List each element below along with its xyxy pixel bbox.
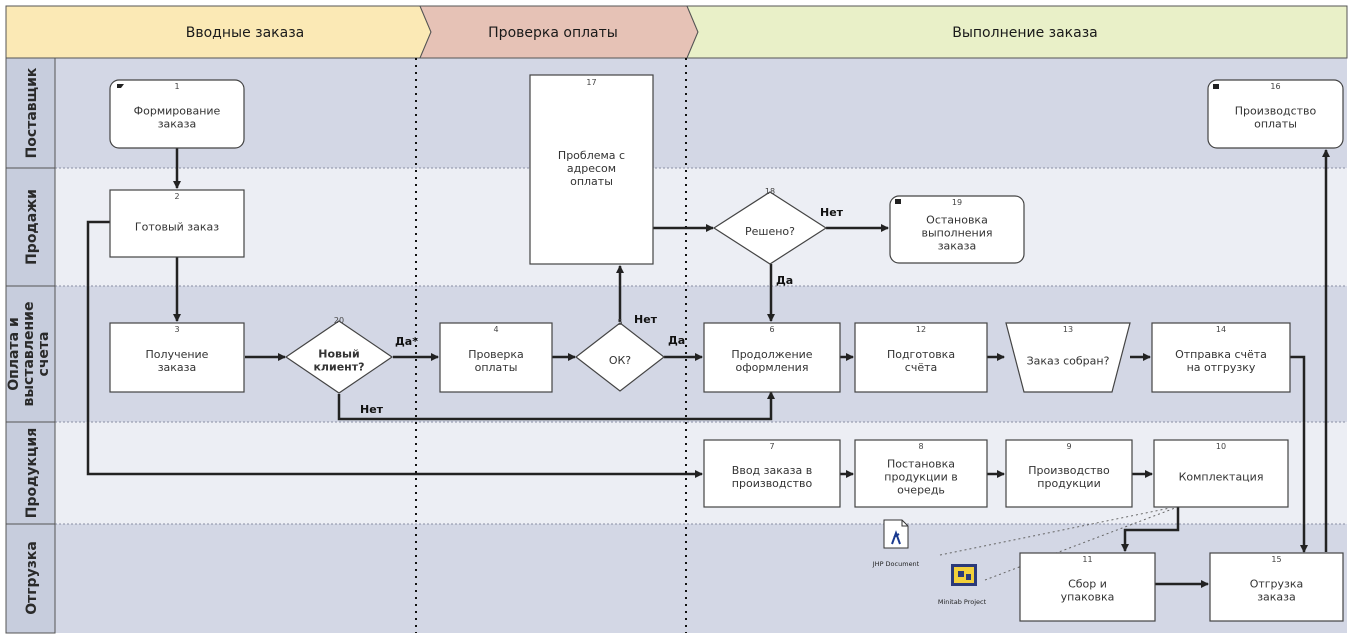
node-number: 1 xyxy=(174,82,179,91)
node-number: 12 xyxy=(916,325,926,334)
node-number: 10 xyxy=(1216,442,1226,451)
document-label: JHP Document xyxy=(872,560,920,568)
edge-label-no-new-client: Нет xyxy=(360,403,384,416)
lane-label-sales: Продажи xyxy=(24,189,40,265)
node-number: 7 xyxy=(769,442,774,451)
node-number: 20 xyxy=(334,316,344,325)
lane-label-production: Продукция xyxy=(24,428,40,518)
project-icon[interactable] xyxy=(951,564,977,586)
node-label: Комплектация xyxy=(1179,471,1264,484)
edge-10-11 xyxy=(1121,507,1180,552)
edge-label-yes-ok: Да xyxy=(668,334,685,347)
node-label: Готовый заказ xyxy=(135,221,219,234)
node-number: 11 xyxy=(1082,555,1092,564)
edge-2-7 xyxy=(86,220,703,478)
node-number: 3 xyxy=(174,325,179,334)
lane-label-shipping: Отгрузка xyxy=(24,541,40,615)
phase-label-intake: Вводные заказа xyxy=(186,25,304,41)
phase-label-payment-check: Проверка оплаты xyxy=(488,25,618,41)
node-5[interactable]: 5ОК? xyxy=(575,318,665,392)
node-number: 8 xyxy=(918,442,923,451)
node-number: 2 xyxy=(174,192,179,201)
lane-label-supplier: Поставщик xyxy=(24,67,40,158)
end-flag-icon xyxy=(1213,84,1219,89)
project-label: Minitab Project xyxy=(938,598,987,606)
node-number: 4 xyxy=(493,325,498,334)
edge-label-no-resolved: Нет xyxy=(820,206,844,219)
node-number: 9 xyxy=(1066,442,1071,451)
end-flag-icon xyxy=(895,199,901,204)
phase-header-fulfillment xyxy=(686,5,1348,59)
node-number: 13 xyxy=(1063,325,1073,334)
node-number: 6 xyxy=(769,325,774,334)
node-number: 5 xyxy=(617,318,622,327)
node-number: 15 xyxy=(1271,555,1281,564)
node-number: 14 xyxy=(1216,325,1226,334)
edge-label-yes-new-client: Да* xyxy=(395,335,418,348)
edge-14-15 xyxy=(1290,355,1308,553)
node-number: 17 xyxy=(586,78,596,87)
node-label: ОК? xyxy=(609,354,631,367)
edge-label-yes-resolved: Да xyxy=(776,274,793,287)
lane-header-column xyxy=(5,57,56,634)
node-number: 18 xyxy=(765,187,775,196)
node-number: 16 xyxy=(1270,82,1280,91)
node-label: Решено? xyxy=(745,225,795,238)
lane-bg-supplier xyxy=(55,58,1347,168)
document-icon[interactable] xyxy=(883,519,909,549)
node-label: Заказ собран? xyxy=(1027,355,1110,368)
edge-label-no-ok: Нет xyxy=(634,313,658,326)
lane-label-payment: Оплата ивыставлениесчета xyxy=(6,302,52,407)
edge-20-6 xyxy=(337,391,775,421)
phase-label-fulfillment: Выполнение заказа xyxy=(952,25,1098,41)
node-number: 19 xyxy=(952,198,962,207)
start-flag-icon xyxy=(117,84,124,88)
